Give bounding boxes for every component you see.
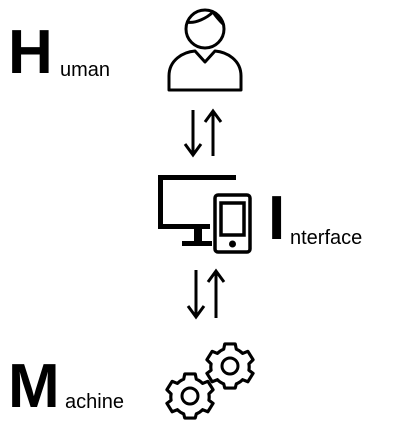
arrows-icon <box>186 268 226 320</box>
human-label: uman <box>60 59 111 81</box>
monitor-icon <box>158 175 236 246</box>
arrows-icon <box>183 108 223 158</box>
machine-label: achine <box>65 391 124 413</box>
phone-icon <box>213 193 252 254</box>
machine-initial: M <box>8 352 60 421</box>
interface-initial: I <box>268 184 286 253</box>
interface-label: nterface <box>290 227 363 249</box>
person-icon <box>167 8 243 92</box>
gear-icon <box>165 342 255 420</box>
human-initial: H <box>8 18 53 87</box>
